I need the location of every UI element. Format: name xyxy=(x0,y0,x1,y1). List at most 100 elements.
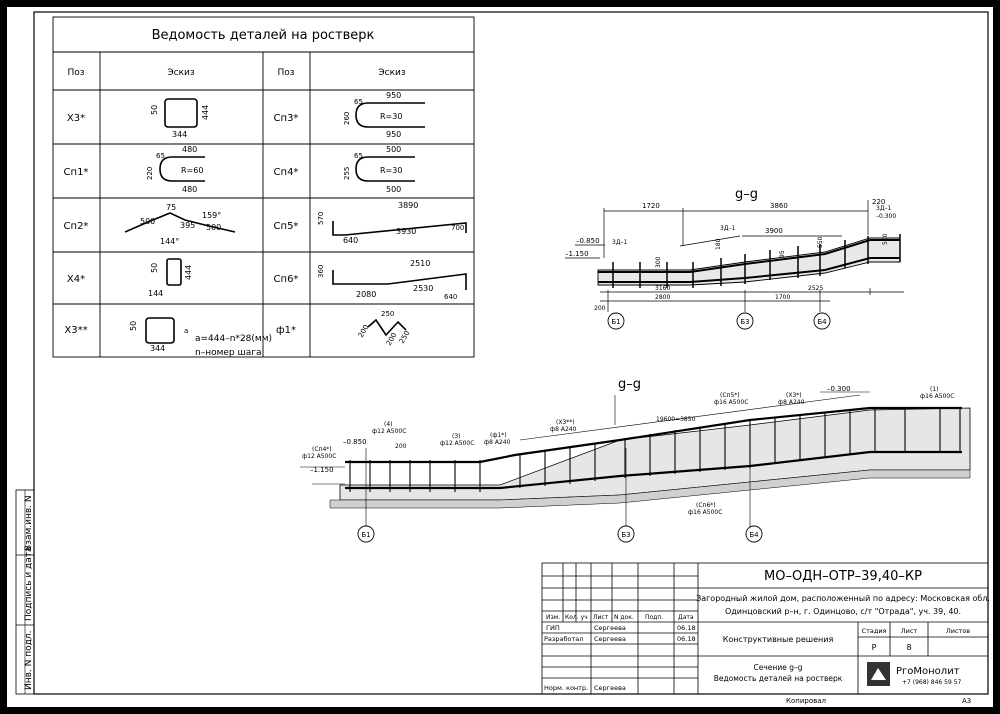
section-top-title: g–g xyxy=(735,187,758,202)
dim-text: 50 xyxy=(150,263,159,273)
formula-text: a=444–n*28(мм) xyxy=(195,334,272,344)
dim-text: R=30 xyxy=(380,112,402,121)
callout-spec: ф16 А500С xyxy=(714,399,748,406)
callout-spec: ф16 А500С xyxy=(688,509,722,516)
dim-text: 950 xyxy=(386,130,401,139)
dim-text: 65 xyxy=(156,152,165,160)
dim-text: 65 xyxy=(354,152,363,160)
callout-mark: (ф1*) xyxy=(490,432,507,439)
dim-text: 640 xyxy=(343,236,358,245)
col-sketch-left: Эскиз xyxy=(167,68,195,78)
company-logo-icon xyxy=(867,662,890,686)
bottom-base xyxy=(329,469,971,509)
dim-text: 360 xyxy=(317,265,325,278)
level-text: –1.150 xyxy=(310,466,334,474)
dim-text: 3Д–1 xyxy=(876,205,892,212)
tb-hdr: Лист xyxy=(593,614,609,621)
dim-text: 444 xyxy=(201,105,210,120)
dim-text: 570 xyxy=(317,212,325,225)
col-pos-right: Поз xyxy=(277,68,294,78)
dim-text: 640 xyxy=(444,293,457,301)
section-bottom-title: g–g xyxy=(618,377,641,392)
tb-hdr: Кол. уч xyxy=(565,614,588,621)
dim-text: 144° xyxy=(160,237,179,246)
side-stamp-2: Подпись и дата xyxy=(24,546,34,621)
dim-text: 550 xyxy=(817,236,824,248)
level-text: –0.850 xyxy=(343,438,367,446)
axis-b3-bottom: Б3 xyxy=(621,531,630,539)
level-text: –0.850 xyxy=(576,237,600,245)
dim-text: 2080 xyxy=(356,290,376,299)
level-text: –1.150 xyxy=(565,250,589,258)
dim-text: 255 xyxy=(343,167,351,180)
top-rebar xyxy=(598,239,900,273)
sheets-label: Листов xyxy=(946,627,970,635)
pos-sp2: Сп2* xyxy=(64,221,89,232)
sheet-name-2: Ведомость деталей на ростверк xyxy=(714,674,843,683)
dim-text: 250 xyxy=(381,310,394,318)
dim-text: 395 xyxy=(180,221,195,230)
dim-text: 65 xyxy=(354,98,363,106)
pos-sp4: Сп4* xyxy=(274,167,299,178)
dim-text: 3Д–1 xyxy=(720,225,736,232)
dim-text: 3890 xyxy=(398,201,418,210)
level-text: –0.300 xyxy=(827,385,851,393)
dim-text: –0.300 xyxy=(876,213,896,220)
section-name: Конструктивные решения xyxy=(723,635,834,644)
pos-sp1: Сп1* xyxy=(64,167,89,178)
dim-text: 480 xyxy=(182,185,197,194)
dim-text: 500 xyxy=(386,185,401,194)
dim-text: a xyxy=(184,327,188,335)
tb-hdr: Подп. xyxy=(645,614,663,621)
dim-text: 50 xyxy=(129,321,138,331)
dim-text: 344 xyxy=(150,344,165,353)
copied-label: Копировал xyxy=(786,697,826,705)
sketch-sp6 xyxy=(332,270,467,290)
dim-text: 3930 xyxy=(396,227,416,236)
sketch-x3-2 xyxy=(145,317,175,344)
callout-spec: ф12 А500С xyxy=(302,453,336,460)
callout-mark: (Х3*) xyxy=(786,392,802,399)
col-pos-left: Поз xyxy=(67,68,84,78)
tb-hdr: Дата xyxy=(678,614,694,621)
sketch-f1 xyxy=(367,318,407,337)
tb-name: Сергеева xyxy=(594,635,626,643)
tb-name: Сергеева xyxy=(594,684,626,692)
callout-spec: ф12 А500С xyxy=(440,440,474,447)
callout-mark: (Сп5*) xyxy=(720,392,740,399)
stage-label: Стадия xyxy=(862,627,887,635)
section-bottom: g–g –0.85 xyxy=(300,377,971,543)
tb-role: Разработал xyxy=(544,635,583,643)
dim-text: 144 xyxy=(148,289,163,298)
dim-text: 3160 xyxy=(655,285,670,292)
axis-b4: Б4 xyxy=(817,318,827,326)
dim-text: 500 xyxy=(206,223,221,232)
dim-text: 1720 xyxy=(642,202,660,210)
title-block xyxy=(541,562,989,695)
dim-text: 75 xyxy=(166,203,176,212)
pos-x3: Х3* xyxy=(67,113,85,124)
pos-f1: ф1* xyxy=(276,325,296,336)
dim-text: 180 xyxy=(715,238,722,250)
dim-text: 500 xyxy=(140,217,155,226)
dim-text: 220 xyxy=(872,198,885,206)
callout-mark: (3) xyxy=(452,433,461,440)
formula-text: n–номер шага xyxy=(195,348,262,358)
dim-text: 260 xyxy=(343,112,351,125)
dim-text: 1700 xyxy=(775,294,790,301)
callout-spec: ф16 А500С xyxy=(920,393,954,400)
sketch-sp5 xyxy=(332,221,467,236)
callout-spec: ф12 А500С xyxy=(372,428,406,435)
dim-text: 2800 xyxy=(655,294,670,301)
side-stamp: Взам.инв. N Подпись и дата Инв. N подл. xyxy=(15,489,35,695)
callout-mark: (Сп6*) xyxy=(696,502,716,509)
dim-text: 95 xyxy=(779,250,786,258)
dim-text: 444 xyxy=(184,265,193,280)
sheet-frame xyxy=(33,11,989,695)
dim-text: 19600=3850 xyxy=(656,416,696,423)
dim-text: 200 xyxy=(594,305,606,312)
dim-text: 220 xyxy=(146,167,154,180)
pos-x4: Х4* xyxy=(67,274,85,285)
top-rebar-2 xyxy=(598,257,900,283)
